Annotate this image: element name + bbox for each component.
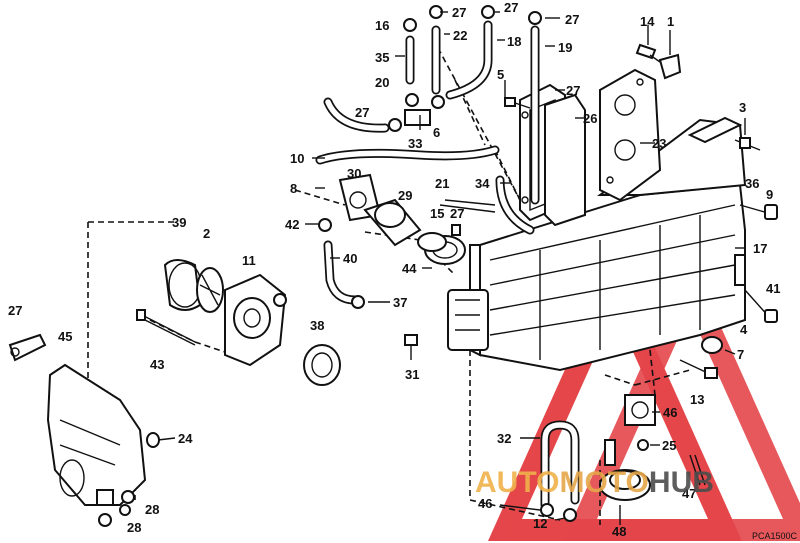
callout-34: 8	[290, 181, 297, 196]
callout-18: 18	[507, 34, 521, 49]
callout-16: 35	[375, 50, 389, 65]
callout-37: 41	[766, 281, 780, 296]
callout-27-top-a: 27	[452, 5, 466, 20]
callout-27-left-a: 16	[375, 18, 389, 33]
callout-25: 47	[682, 486, 696, 501]
callout-47: 28	[145, 502, 159, 517]
hoses	[315, 20, 580, 510]
callout-6: 26	[583, 111, 597, 126]
callout-35: 5	[497, 67, 504, 82]
callout-7: 31	[405, 367, 419, 382]
silencer-cover	[46, 363, 160, 527]
callout-27-mid-b: 6	[433, 125, 440, 140]
callout-23: 10	[290, 151, 304, 166]
bolts	[354, 43, 778, 501]
intake-rings	[163, 259, 341, 386]
callout-15: 27	[450, 206, 464, 221]
callout-9: 15	[430, 206, 444, 221]
svg-text:AUTOMOTOHUB: AUTOMOTOHUB	[475, 466, 714, 499]
watermark-auto: AUTO	[475, 466, 559, 499]
callout-45: 43	[150, 357, 164, 372]
callout-44: 27	[8, 303, 22, 318]
callout-42: 39	[172, 215, 186, 230]
callout-28-right: 12	[533, 516, 547, 531]
callout-leaders	[157, 11, 746, 525]
callout-46-lower: 28	[127, 520, 141, 535]
reed-plate	[519, 83, 586, 227]
watermark-hub: HUB	[649, 466, 714, 499]
callout-27-lower: 37	[393, 295, 407, 310]
callout-26: 33	[408, 136, 422, 151]
callout-13: 46	[663, 405, 677, 420]
callout-41: 45	[58, 329, 72, 344]
callout-19: 19	[558, 40, 572, 55]
intake-manifold	[447, 116, 747, 372]
callout-10: 30	[347, 166, 361, 181]
callout-29: 36	[745, 176, 759, 191]
callout-4: 7	[737, 347, 744, 362]
callout-43: 38	[310, 318, 324, 333]
callout-27-top-b: 27	[504, 0, 518, 15]
callout-8: 29	[398, 188, 412, 203]
callout-1: 1	[667, 14, 674, 29]
callout-46-upper: 24	[178, 431, 193, 446]
callout-33: 3	[739, 100, 746, 115]
breather-cap	[658, 53, 682, 80]
callout-3: 23	[652, 136, 666, 151]
callout-38: 4	[740, 322, 748, 337]
callout-11: 44	[402, 261, 417, 276]
callout-36: 9	[766, 187, 773, 202]
throttle-assembly	[224, 173, 466, 367]
callout-12: 48	[612, 524, 626, 539]
callout-39: 2	[203, 226, 210, 241]
callout-28-left: 46	[478, 496, 492, 511]
callout-labels: 27 27 27 22 18 19 14 1 16 35 5 27 20 27 …	[8, 0, 780, 539]
callout-27-top-c: 27	[565, 12, 579, 27]
callout-32: 25	[662, 438, 676, 453]
gasket-plate	[599, 68, 662, 202]
drawing-code: PCA1500C	[752, 531, 798, 541]
callout-21: 34	[475, 176, 490, 191]
callout-17: 40	[343, 251, 357, 266]
callout-40: 11	[242, 253, 256, 268]
callout-14: 14	[640, 14, 655, 29]
callout-2: 17	[753, 241, 767, 256]
callout-20: 27	[355, 105, 369, 120]
callout-27-left-b: 42	[285, 217, 299, 232]
callout-24: 32	[497, 431, 511, 446]
long-bolt	[136, 309, 196, 346]
callout-5: 27	[566, 83, 580, 98]
watermark-text: AUTOMOTOHUB	[475, 466, 714, 499]
callout-22: 22	[453, 28, 467, 43]
bracket-44	[8, 333, 47, 362]
callout-31: 13	[690, 392, 704, 407]
callout-27-mid: 20	[375, 75, 389, 90]
watermark-moto: MOTO	[559, 466, 648, 499]
hose-clamps	[318, 5, 577, 522]
callout-30: 21	[435, 176, 449, 191]
